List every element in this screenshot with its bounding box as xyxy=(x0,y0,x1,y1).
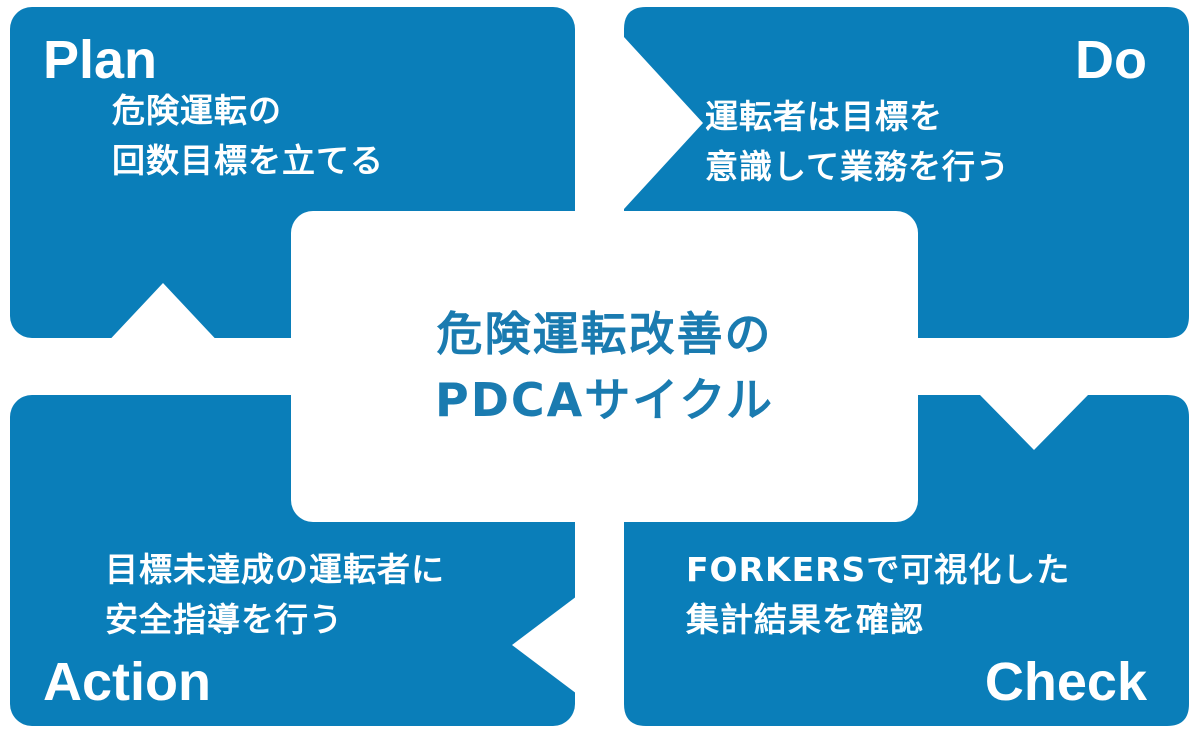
do-line-2: 意識して業務を行う xyxy=(705,147,1011,186)
action-title: Action xyxy=(43,652,211,712)
plan-line-2: 回数目標を立てる xyxy=(112,141,384,180)
plan-description: 危険運転の 回数目標を立てる xyxy=(112,86,384,186)
check-title: Check xyxy=(984,652,1147,712)
check-line-2: 集計結果を確認 xyxy=(686,600,924,639)
action-line-1: 目標未達成の運転者に xyxy=(105,550,445,589)
check-line-1: FORKERSで可視化した xyxy=(686,550,1071,589)
center-line-1: 危険運転改善の xyxy=(436,306,773,361)
check-description: FORKERSで可視化した 集計結果を確認 xyxy=(686,545,1070,645)
center-panel xyxy=(291,211,918,522)
action-line-2: 安全指導を行う xyxy=(105,600,343,639)
arrow-action-to-plan xyxy=(102,283,224,348)
action-description: 目標未達成の運転者に 安全指導を行う xyxy=(105,545,445,645)
do-description: 運転者は目標を 意識して業務を行う xyxy=(705,92,1010,192)
do-line-1: 運転者は目標を xyxy=(705,97,943,136)
center-line-2: PDCAサイクル xyxy=(435,372,774,427)
arrow-check-to-action xyxy=(512,590,585,700)
do-title: Do xyxy=(1075,30,1147,90)
center-title: 危険運転改善の PDCAサイクル xyxy=(291,211,918,522)
plan-line-1: 危険運転の xyxy=(112,91,282,130)
plan-title: Plan xyxy=(43,30,158,90)
